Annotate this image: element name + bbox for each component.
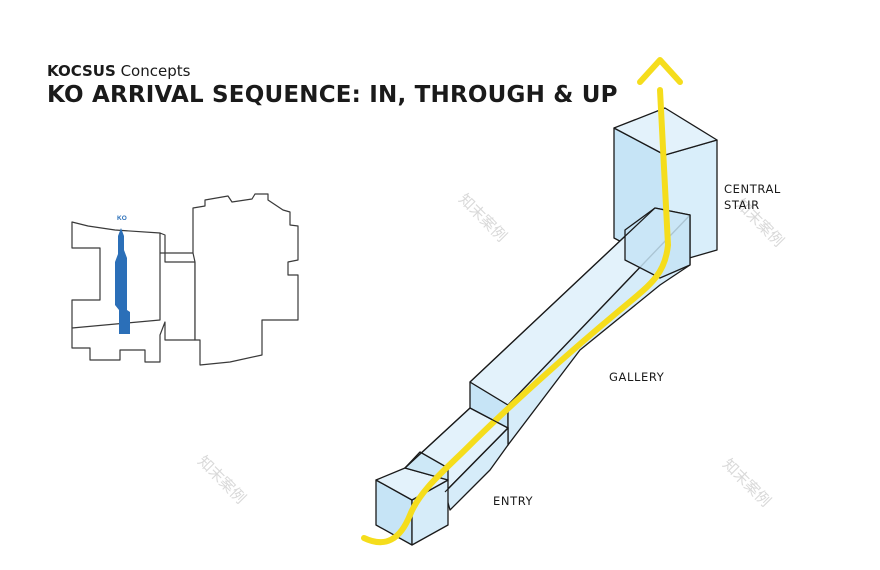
- brand-line: KOCSUS Concepts: [47, 62, 618, 80]
- central-stair-label: CENTRAL STAIR: [724, 181, 781, 213]
- circulation-path: [361, 87, 671, 546]
- up-arrow-icon: [637, 57, 683, 85]
- gallery-label: GALLERY: [609, 370, 665, 384]
- central-stair-label-line2: STAIR: [724, 198, 760, 212]
- stair-top-face: [613, 107, 718, 156]
- ko-marker-label: KO: [117, 215, 127, 222]
- stair-lower-box: [624, 207, 691, 279]
- key-plan: [71, 193, 299, 366]
- entry-edge: [404, 407, 509, 493]
- central-stair-label-line1: CENTRAL: [724, 182, 781, 196]
- gallery-edge: [469, 207, 656, 383]
- key-plan-west-wing: [71, 221, 196, 363]
- key-plan-east-wing: [192, 193, 299, 366]
- watermark-1: 知末案例: [455, 190, 510, 245]
- key-plan-outline-left: [71, 222, 101, 328]
- header: KOCSUS Concepts KO ARRIVAL SEQUENCE: IN,…: [47, 62, 618, 109]
- brand-name: KOCSUS: [47, 62, 116, 80]
- page-title: KO ARRIVAL SEQUENCE: IN, THROUGH & UP: [47, 82, 618, 108]
- ko-highlight-bar: [115, 236, 130, 334]
- watermark-3: 知末案例: [194, 452, 249, 507]
- model-edges: [404, 207, 656, 493]
- brand-suffix: Concepts: [120, 62, 191, 80]
- entry-label: ENTRY: [493, 494, 534, 508]
- ko-arrow-icon: [118, 228, 124, 236]
- watermark-4: 知末案例: [719, 455, 774, 510]
